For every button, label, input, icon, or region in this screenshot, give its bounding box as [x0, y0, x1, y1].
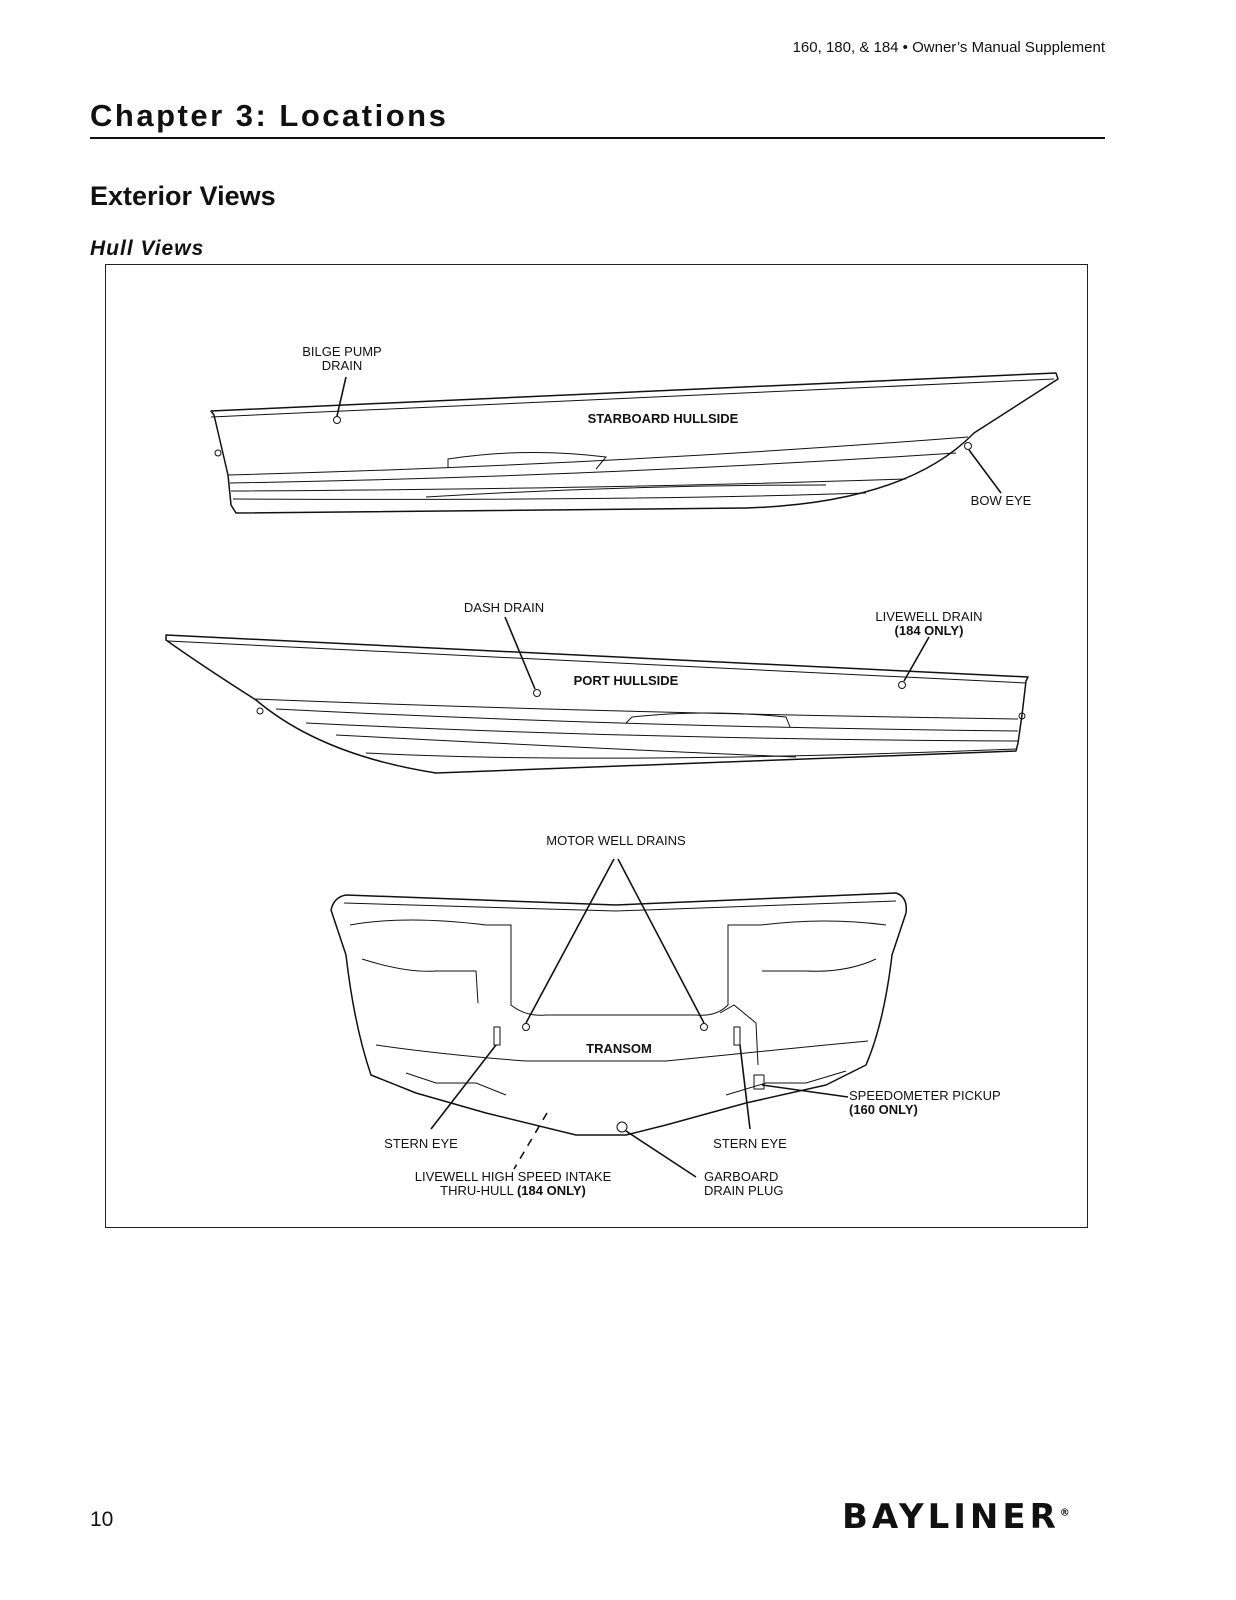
speedometer-pickup-label: SPEEDOMETER PICKUP: [849, 1088, 1001, 1103]
port-leaders: [504, 616, 930, 690]
transom-drawing: [330, 892, 908, 1136]
chapter-divider: [90, 137, 1105, 139]
speedometer-160-only-label: (160 ONLY): [849, 1102, 918, 1117]
stern-eye-left-label: STERN EYE: [384, 1136, 458, 1151]
page-number: 10: [90, 1508, 114, 1531]
transom-label: TRANSOM: [586, 1041, 652, 1056]
hull-views-illustration: BILGE PUMP DRAIN STARBOARD HULLSIDE BOW …: [165, 344, 1059, 1198]
hull-views-figure: BILGE PUMP DRAIN STARBOARD HULLSIDE BOW …: [105, 264, 1088, 1228]
subsection-title: Hull Views: [90, 237, 205, 260]
chapter-title: Chapter 3: Locations: [90, 98, 449, 133]
port-hull-drawing: [165, 634, 1029, 774]
running-header: 160, 180, & 184 • Owner’s Manual Supplem…: [792, 39, 1105, 56]
livewell-intake-label: LIVEWELL HIGH SPEED INTAKE: [415, 1169, 612, 1184]
livewell-drain-184-only-label: (184 ONLY): [895, 623, 964, 638]
dash-drain-label: DASH DRAIN: [464, 600, 544, 615]
garboard-drain-plug-label-line2: DRAIN PLUG: [704, 1183, 783, 1198]
port-hullside-label: PORT HULLSIDE: [574, 673, 679, 688]
stern-eye-right-label: STERN EYE: [713, 1136, 787, 1151]
transom-leaders: [430, 858, 849, 1178]
starboard-hullside-label: STARBOARD HULLSIDE: [588, 411, 739, 426]
section-title: Exterior Views: [90, 181, 276, 211]
starboard-leaders: [336, 376, 1002, 494]
bow-eye-label: BOW EYE: [971, 493, 1032, 508]
livewell-drain-label: LIVEWELL DRAIN: [875, 609, 982, 624]
garboard-drain-plug-label: GARBOARD: [704, 1169, 778, 1184]
livewell-intake-label-line2: THRU-HULL (184 ONLY): [440, 1183, 586, 1198]
motor-well-drains-label: MOTOR WELL DRAINS: [546, 833, 686, 848]
bilge-pump-drain-label: BILGE PUMP: [302, 344, 381, 359]
bilge-pump-drain-label-line2: DRAIN: [322, 358, 362, 373]
bayliner-logo: BAYLINER®: [842, 1497, 1070, 1537]
starboard-hull-drawing: [210, 372, 1059, 514]
